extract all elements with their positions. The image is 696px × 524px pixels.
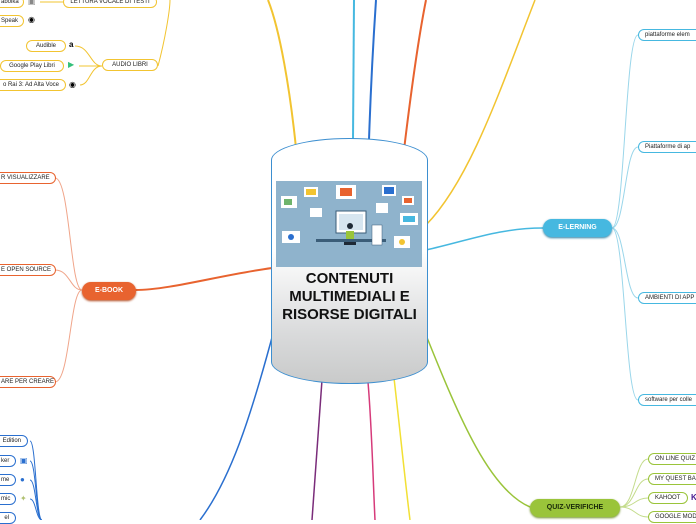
central-topic-title: CONTENUTI MULTIMEDIALI E RISORSE DIGITAL… [282, 270, 417, 323]
globe-icon: ◉ [28, 15, 35, 24]
lettura-child-1[interactable]: abolka [0, 0, 24, 8]
ebook-child-2[interactable]: E OPEN SOURCE [0, 264, 56, 276]
elerning-child-3[interactable]: AMBIENTI DI APP [638, 292, 696, 304]
puzzle-icon: ✦ [20, 494, 27, 503]
elerning-child-4[interactable]: software per colle [638, 394, 696, 406]
branch-elerning[interactable]: E-LERNING [543, 219, 612, 237]
circle-icon: ● [20, 475, 25, 484]
app-icon: ▣ [20, 456, 28, 465]
audio-libri-node[interactable]: AUDIO LIBRI [102, 59, 158, 71]
left-child-1[interactable]: Edition [0, 435, 28, 447]
lettura-child-2[interactable]: Speak [0, 15, 24, 27]
elerning-child-1[interactable]: piattaforme elem [638, 29, 696, 41]
central-illustration [276, 181, 422, 267]
play-icon: ▶ [68, 60, 75, 69]
branch-ebook[interactable]: E-BOOK [82, 282, 136, 300]
left-child-3[interactable]: me [0, 474, 16, 486]
quiz-child-4[interactable]: GOOGLE MOD [648, 511, 696, 523]
ebook-child-1[interactable]: R VISUALIZZARE [0, 172, 56, 184]
globe-icon: ◉ [69, 80, 76, 89]
kahoot-k-icon: K [691, 493, 696, 502]
branch-quiz-verifiche[interactable]: QUIZ-VERIFICHE [530, 499, 620, 517]
left-child-4[interactable]: mic [0, 493, 16, 505]
ebook-child-3[interactable]: ARE PER CREARE [0, 376, 56, 388]
app-icon: ▣ [28, 0, 36, 6]
audio-child-rai3[interactable]: o Rai 3: Ad Alta Voce [0, 79, 66, 91]
quiz-child-1[interactable]: ON LINE QUIZ [648, 453, 696, 465]
quiz-child-2[interactable]: MY QUEST BAS [648, 473, 696, 485]
quiz-child-3[interactable]: KAHOOT [648, 492, 688, 504]
lettura-vocale-node[interactable]: LETTURA VOCALE DI TESTI [63, 0, 157, 8]
left-child-2[interactable]: ker [0, 455, 16, 467]
elerning-child-2[interactable]: Piattaforme di ap [638, 141, 696, 153]
amazon-icon: a [69, 40, 74, 49]
audio-child-audible[interactable]: Audible [26, 40, 66, 52]
left-child-5[interactable]: el [0, 512, 16, 524]
audio-child-google-play[interactable]: Google Play Libri [0, 60, 64, 72]
